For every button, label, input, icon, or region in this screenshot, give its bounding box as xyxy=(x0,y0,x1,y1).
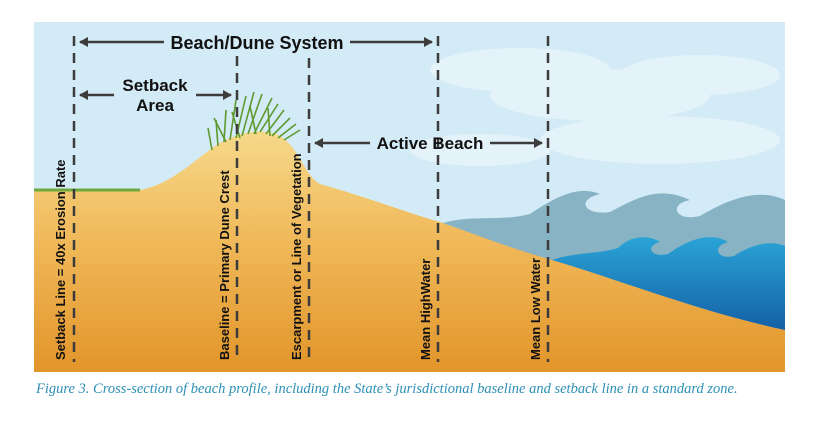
setback-area-label-line2: Area xyxy=(136,96,174,115)
water-front xyxy=(552,237,785,330)
arrows xyxy=(79,37,543,148)
clouds xyxy=(410,48,780,166)
beach-dune-system-label: Beach/Dune System xyxy=(170,33,343,53)
mean-high-water-label: Mean HighWater xyxy=(418,259,433,360)
baseline-label: Baseline = Primary Dune Crest xyxy=(217,170,232,360)
dashed-lines xyxy=(72,36,550,362)
mean-low-water-label: Mean Low Water xyxy=(528,258,543,360)
active-beach-label: Active Beach xyxy=(377,134,484,153)
setback-area-label-line1: Setback xyxy=(122,76,188,95)
escarpment-label: Escarpment or Line of Vegetation xyxy=(289,153,304,360)
figure-caption: Figure 3. Cross-section of beach profile… xyxy=(36,381,738,397)
sand xyxy=(34,131,785,372)
setback-line-label: Setback Line = 40x Erosion Rate xyxy=(53,160,68,361)
